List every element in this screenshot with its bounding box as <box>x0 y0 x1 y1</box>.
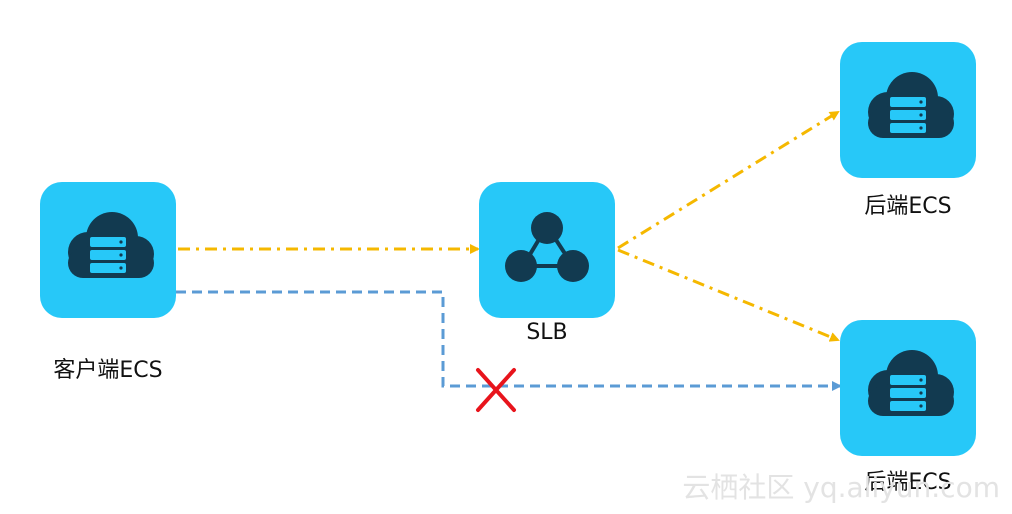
network-nodes-icon <box>505 212 589 282</box>
node-label-slb: SLB <box>526 320 568 345</box>
node-label-client: 客户端ECS <box>53 358 163 383</box>
node-backend-ecs-2 <box>840 320 976 456</box>
edge-slb-to-backend2 <box>617 248 840 342</box>
cloud-server-icon <box>868 350 954 416</box>
edge-slb-to-backend1 <box>617 110 840 250</box>
node-client-ecs <box>40 182 176 318</box>
node-slb <box>479 182 615 318</box>
cloud-server-icon <box>68 212 154 278</box>
blocked-x-icon <box>476 368 516 412</box>
edge-client-to-backend2-blocked <box>176 290 842 391</box>
node-backend-ecs-1 <box>840 42 976 178</box>
watermark: 云栖社区 yq.aliyun.com <box>682 471 1000 504</box>
cloud-server-icon <box>868 72 954 138</box>
node-label-backend-1: 后端ECS <box>864 194 952 219</box>
node-label-backend-2: 后端ECS <box>864 470 952 495</box>
